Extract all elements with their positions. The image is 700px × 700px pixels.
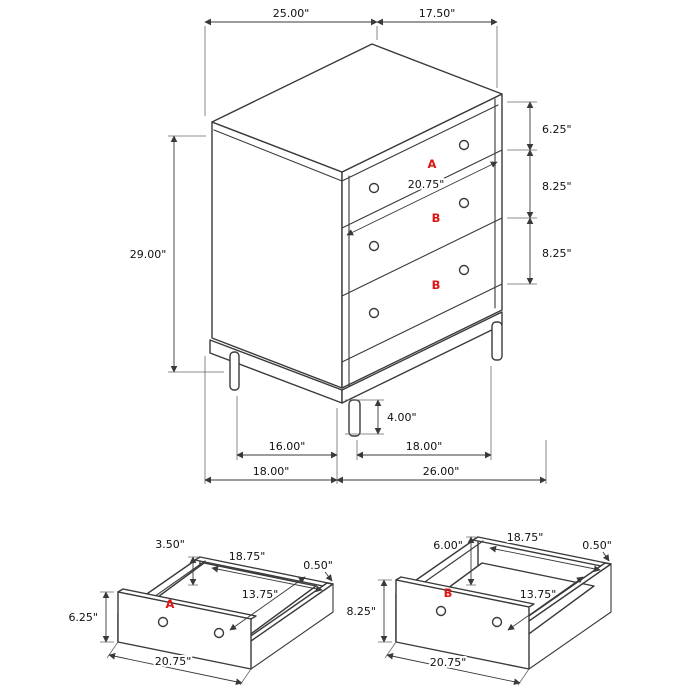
dim-b-inner-width: 18.75"	[489, 529, 601, 573]
dim-drawer-front-width-label: 20.75"	[408, 178, 445, 191]
dim-b-front-height: 8.25"	[344, 579, 392, 643]
dim-top-width: 25.00"	[204, 5, 378, 116]
dim-drawer-b2-height-label: 8.25"	[542, 247, 572, 260]
dim-b-inner-depth: 13.75"	[507, 576, 584, 631]
dim-a-inner-width-label: 18.75"	[229, 550, 266, 563]
drawer-b2-letter: B	[432, 278, 441, 292]
chest-top-face	[211, 43, 503, 173]
dim-drawer-b1-height-label: 8.25"	[542, 180, 572, 193]
dim-drawer-front-width: 20.75"	[346, 161, 498, 236]
chest-leg-front	[348, 399, 361, 437]
dim-a-back-height: 3.50"	[153, 536, 198, 586]
dim-top-depth-label: 17.50"	[419, 7, 456, 20]
dim-bottom-row: 16.00" 18.00" 18.00" 26.00"	[204, 356, 547, 484]
drawer-b-view: B 8.25" 6.00" 18.75" 0.50" 13.75" 20.75"	[344, 529, 614, 686]
drawer-b-bottom-edge	[528, 563, 612, 670]
dim-a-front-height: 6.25"	[66, 591, 114, 643]
dim-overall-width-label: 26.00"	[423, 465, 460, 478]
dim-b-back-height-label: 6.00"	[433, 539, 463, 552]
dim-a-inner-depth-label: 13.75"	[242, 588, 279, 601]
drawer-knob	[491, 616, 503, 628]
drawer-knob	[458, 197, 470, 209]
dim-top-width-label: 25.00"	[273, 7, 310, 20]
drawer-knob	[368, 240, 380, 252]
dim-overall-height-label: 29.00"	[130, 248, 167, 261]
dim-leg-height: 4.00"	[345, 399, 419, 435]
dim-b-front-width-label: 20.75"	[430, 656, 467, 669]
dim-drawer-a-height-label: 6.25"	[542, 123, 572, 136]
drawer-divider-3	[341, 283, 503, 363]
dim-overall-depth-label: 18.00"	[253, 465, 290, 478]
drawer-knob	[213, 627, 225, 639]
dim-leg-span-width-label: 18.00"	[406, 440, 443, 453]
drawer-knob	[157, 616, 169, 628]
dim-a-back-height-label: 3.50"	[155, 538, 185, 551]
drawer-knob	[458, 264, 470, 276]
dim-a-front-height-label: 6.25"	[68, 611, 98, 624]
drawer-a-view: A 6.25" 3.50" 18.75" 0.50" 13.75" 20.75"	[66, 536, 335, 686]
dim-b-wall-thickness: 0.50"	[580, 537, 614, 562]
dim-a-front-width: 20.75"	[106, 641, 252, 686]
chest-leg-rear	[229, 351, 240, 391]
dim-b-front-height-label: 8.25"	[346, 605, 376, 618]
chest-top-edge-band	[213, 104, 499, 182]
dim-a-wall-thickness: 0.50"	[301, 557, 335, 582]
dim-b-back-height: 6.00"	[431, 536, 476, 586]
chest-leg-right	[491, 321, 503, 361]
drawer-knob	[435, 605, 447, 617]
dim-top-depth: 17.50"	[376, 5, 498, 88]
drawer-a-letter: A	[428, 157, 437, 171]
dim-b-wall-thickness-label: 0.50"	[582, 539, 612, 552]
dim-drawer-heights: 6.25" 8.25" 8.25"	[507, 101, 574, 285]
dim-a-wall-thickness-label: 0.50"	[303, 559, 333, 572]
drawer-a-view-letter: A	[166, 597, 175, 611]
dim-a-inner-width: 18.75"	[211, 548, 323, 593]
chest-main-view: A B B	[209, 43, 503, 437]
drawer-b1-letter: B	[432, 211, 441, 225]
drawer-knob	[368, 182, 380, 194]
dim-leg-height-label: 4.00"	[387, 411, 417, 424]
drawer-knob	[368, 307, 380, 319]
drawer-b-view-letter: B	[444, 586, 453, 600]
dim-a-front-width-label: 20.75"	[155, 655, 192, 668]
dim-b-front-width: 20.75"	[384, 641, 530, 686]
dim-b-inner-width-label: 18.75"	[507, 531, 544, 544]
drawer-a-bottom-edge	[250, 583, 334, 670]
dim-b-inner-depth-label: 13.75"	[520, 588, 557, 601]
dim-leg-span-depth-label: 16.00"	[269, 440, 306, 453]
dim-overall-height: 29.00"	[128, 135, 224, 373]
drawer-knob	[458, 139, 470, 151]
dim-a-inner-depth: 13.75"	[229, 576, 306, 631]
